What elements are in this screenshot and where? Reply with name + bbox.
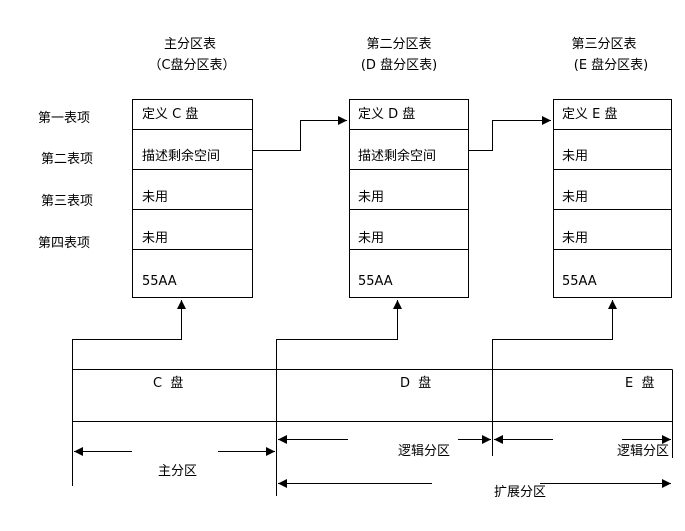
table-title-third: 第三分区表: [571, 37, 637, 52]
range-label-primary: 主分区: [158, 464, 198, 479]
pointer-arrow-e: [492, 300, 617, 456]
row-label-1: 第一表项: [38, 111, 91, 126]
table-1-cell-2: 描述剩余空间: [142, 149, 221, 164]
table-2-cell-2: 描述剩余空间: [358, 149, 437, 164]
table-1-cell-4: 未用: [142, 231, 169, 246]
disk-drive-e: E 盘: [625, 376, 655, 391]
table-box-third: [553, 99, 672, 298]
disk-drive-c: C 盘: [153, 376, 184, 391]
table-box-second: [349, 99, 469, 298]
table-1-cell-1: 定义 C 盘: [142, 107, 199, 122]
range-label-logical-e: 逻辑分区: [617, 444, 670, 459]
table-box-primary: [132, 99, 253, 298]
table-3-cell-5: 55AA: [562, 274, 597, 289]
row-label-3: 第三表项: [41, 194, 94, 209]
table-2-cell-4: 未用: [358, 231, 385, 246]
table-3-cell-2: 未用: [562, 149, 589, 164]
link-arrow-2-to-3: [468, 116, 551, 151]
table-2-cell-1: 定义 D 盘: [358, 107, 416, 122]
table-subtitle-primary: （C盘分区表）: [148, 58, 236, 73]
range-label-extended: 扩展分区: [494, 485, 547, 500]
table-3-cell-1: 定义 E 盘: [562, 107, 618, 122]
link-arrow-1-to-2: [252, 116, 347, 151]
row-label-4: 第四表项: [38, 236, 91, 251]
table-subtitle-second: (D 盘分区表): [360, 58, 438, 73]
table-3-cell-4: 未用: [562, 231, 589, 246]
pointer-arrow-c: [72, 300, 186, 486]
pointer-arrow-d: [276, 300, 402, 496]
table-1-cell-5: 55AA: [142, 274, 177, 289]
table-2-cell-3: 未用: [358, 190, 385, 205]
table-2-cell-5: 55AA: [358, 274, 393, 289]
row-label-2: 第二表项: [41, 152, 94, 167]
table-3-cell-3: 未用: [562, 190, 589, 205]
table-title-primary: 主分区表: [163, 37, 217, 52]
table-subtitle-third: (E 盘分区表): [573, 58, 649, 73]
table-1-cell-3: 未用: [142, 190, 169, 205]
disk-drive-d: D 盘: [400, 376, 432, 391]
table-title-second: 第二分区表: [366, 37, 432, 52]
range-label-logical-d: 逻辑分区: [398, 444, 451, 459]
